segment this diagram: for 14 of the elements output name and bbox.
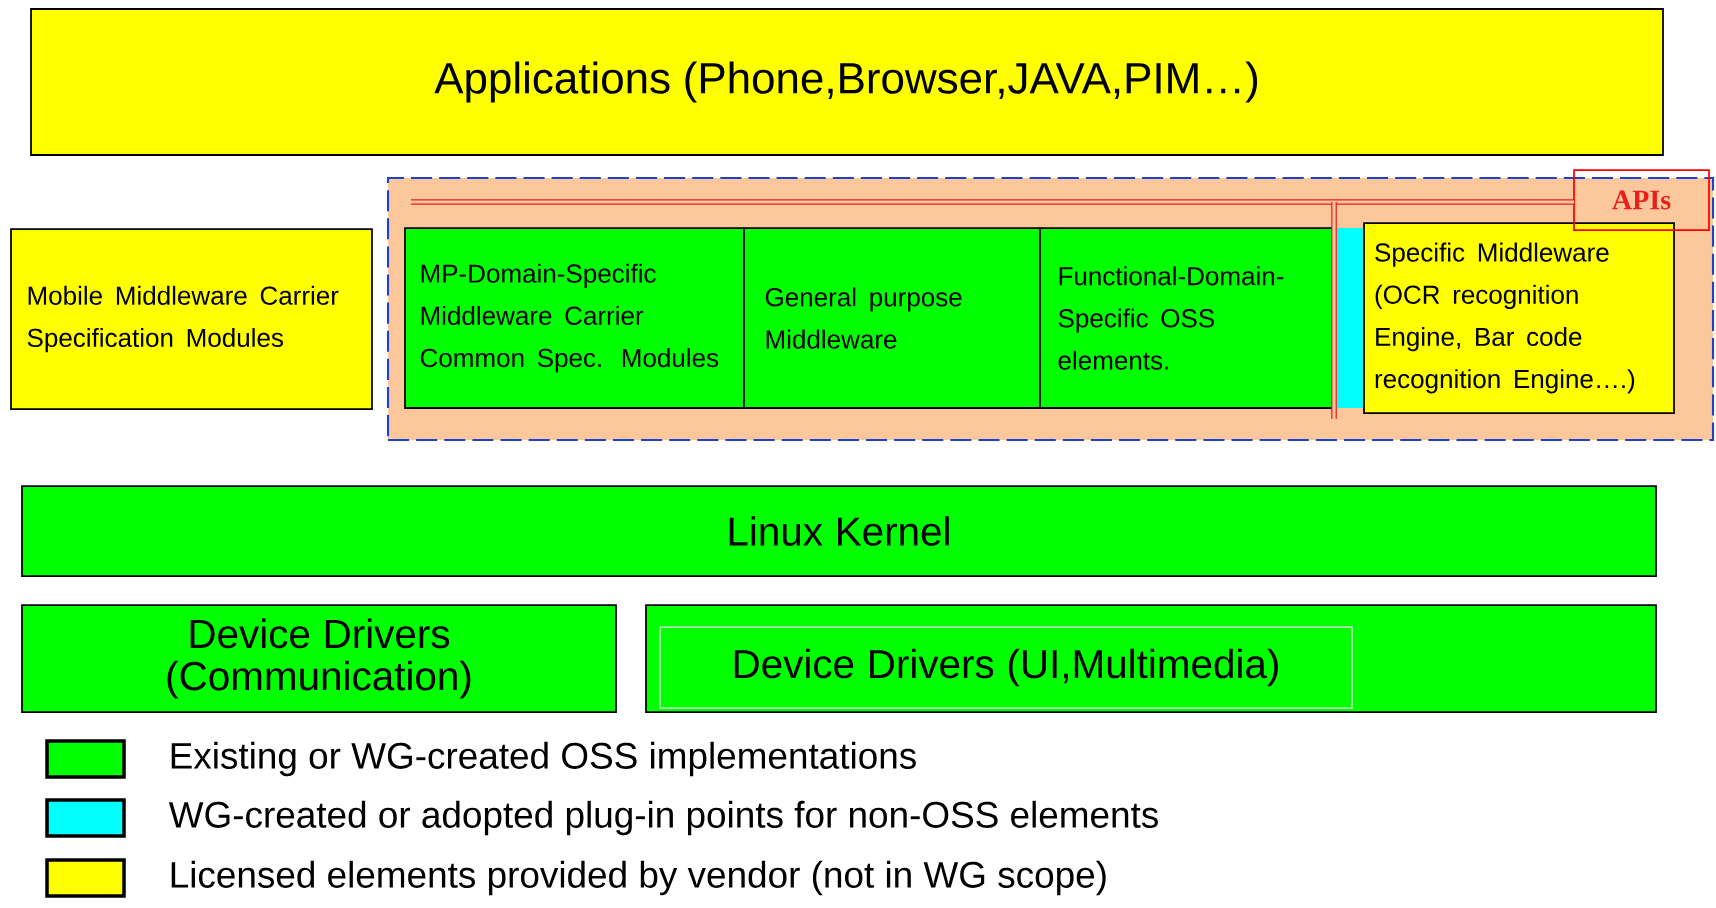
layer-box: Device Drivers (Communication) bbox=[21, 604, 617, 713]
module-box: Mobile Middleware Carrier Specification Modules bbox=[10, 228, 373, 410]
legend-text: WG-created or adopted plug-in points for non-OSS elements bbox=[168, 800, 1158, 836]
layer-box: Linux Kernel bbox=[21, 485, 1657, 577]
layer-box: Applications (Phone,Browser,JAVA,PIM…) bbox=[30, 8, 1664, 156]
legend-text: Existing or WG-created OSS implementations bbox=[171, 741, 916, 777]
module-box: Functional-Domain-Specific OSS elements. bbox=[1039, 227, 1336, 409]
layer-box: Device Drivers (UI,Multimedia) bbox=[659, 626, 1353, 709]
legend-text: Licensed elements provided by vendor (not in WG scope) bbox=[171, 860, 1106, 896]
module-box: Specific Middleware (OCR recognition Engine, Bar code recognition Engine….) bbox=[1363, 222, 1675, 414]
api-label-box: APIs bbox=[1573, 169, 1710, 231]
module-box: MP-Domain-Specific Middleware Carrier Common Spec. Modules bbox=[404, 227, 745, 409]
plug-in-box bbox=[1337, 228, 1364, 408]
module-box: General purpose Middleware bbox=[743, 227, 1041, 409]
